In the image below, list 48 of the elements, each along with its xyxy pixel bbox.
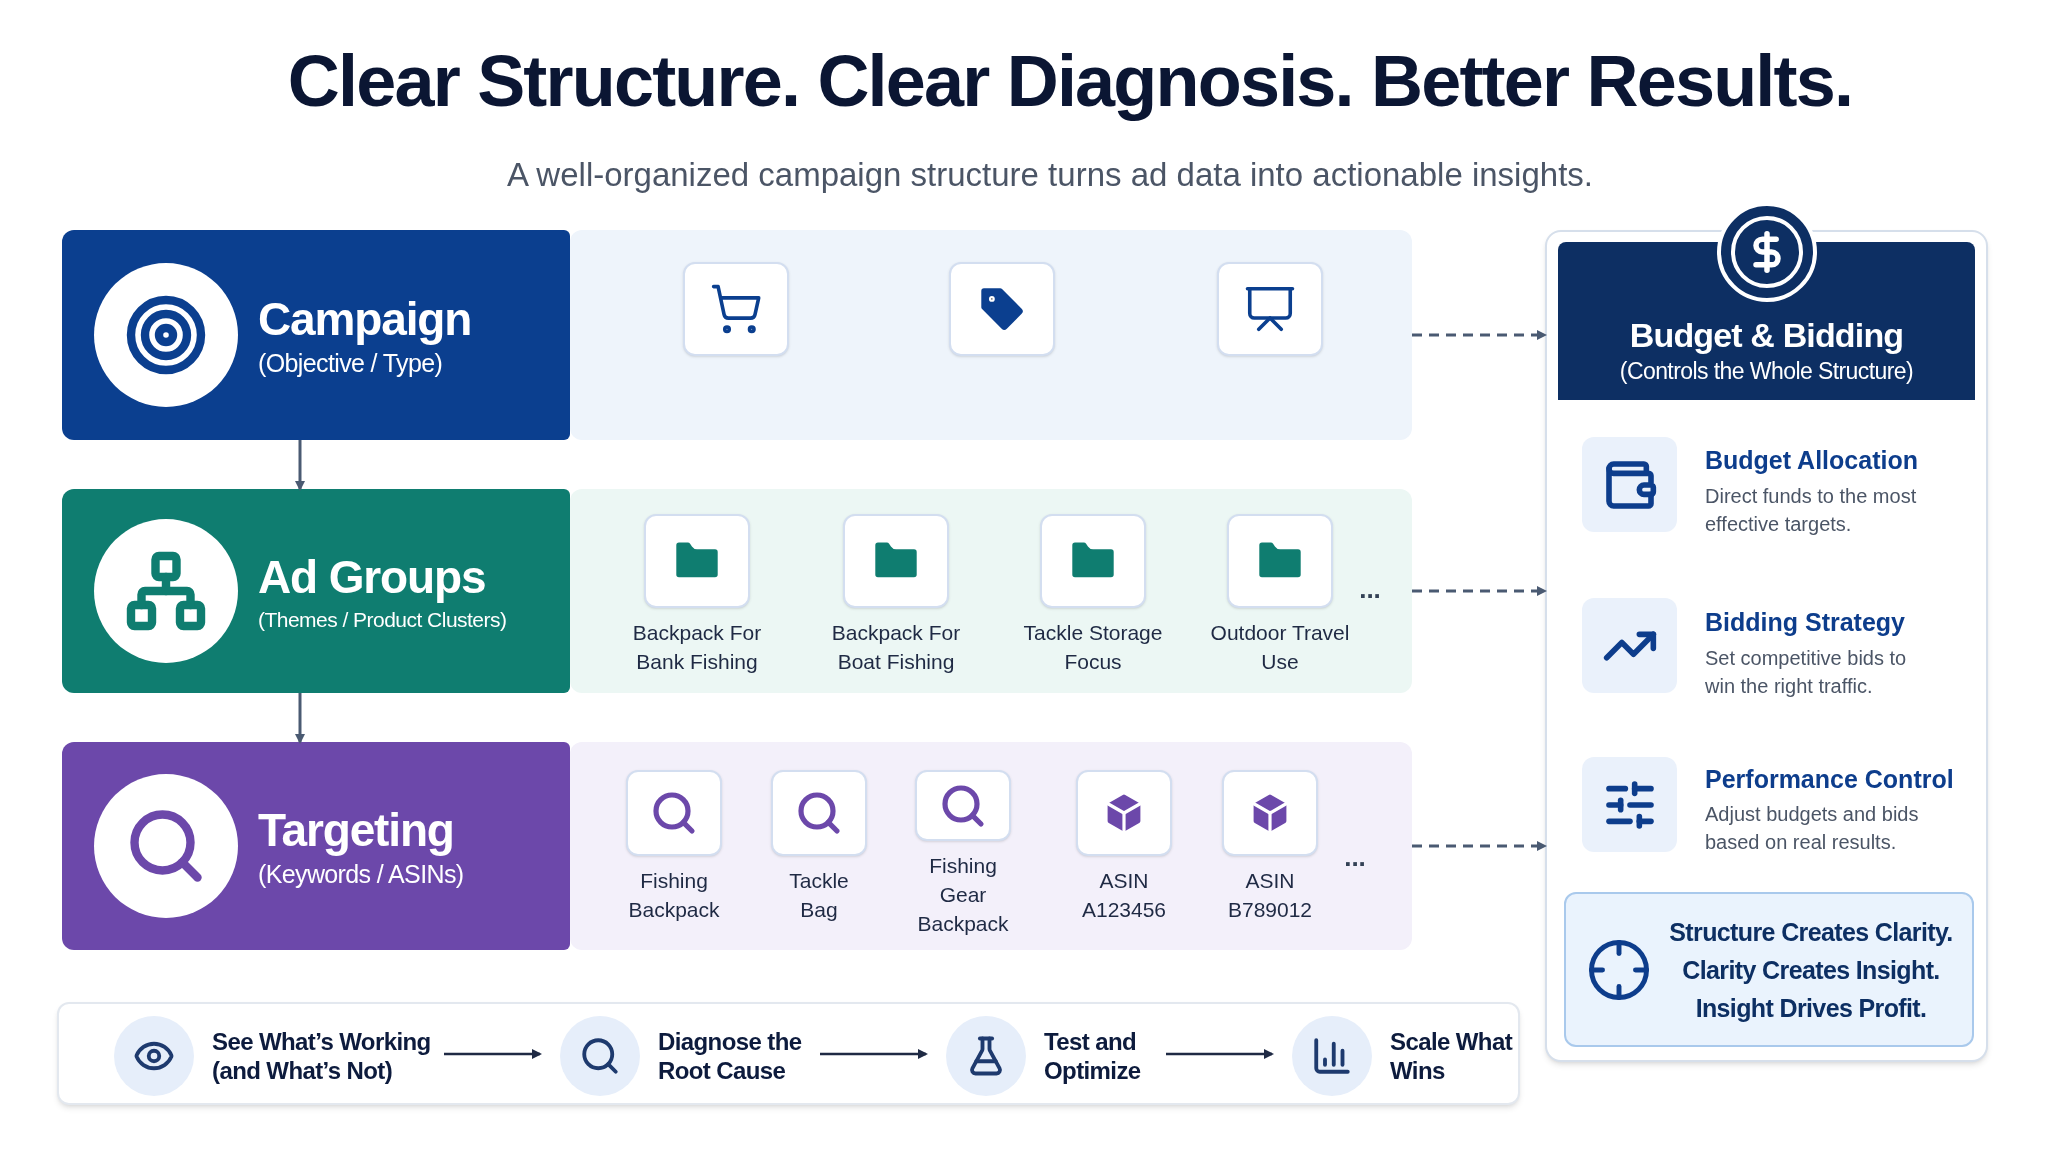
process-step <box>1292 1015 1514 1097</box>
options-panel <box>570 742 1412 950</box>
arrow <box>444 1049 542 1059</box>
option-label: Tackle Bag <box>788 868 850 923</box>
option-label: ASIN B789012 <box>1226 868 1314 923</box>
level-title: Ad Groups <box>258 550 486 606</box>
step-label: See What’s Working (and What’s Not) <box>212 1027 432 1085</box>
arrow <box>1166 1049 1274 1059</box>
option-label: Fishing Backpack <box>627 868 721 923</box>
arrow <box>1412 330 1547 340</box>
item-description: Set competitive bids to win the right traffic. <box>1705 646 1908 699</box>
process-bar <box>57 1002 1520 1105</box>
item-heading: Bidding Strategy <box>1705 607 1906 638</box>
callout-text: Structure Creates Clarity. Clarity Creates Insight. Insight Drives Profit. <box>1668 916 1954 1024</box>
step-label: Diagnose the Root Cause <box>658 1027 803 1085</box>
step-label: Scale What Wins <box>1390 1027 1514 1085</box>
level-box <box>62 230 570 440</box>
option-label: Outdoor Travel Use <box>1209 620 1351 675</box>
item-description: Direct funds to the most effective targets. <box>1705 484 1918 537</box>
arrow <box>295 440 305 491</box>
option-label: Backpack For Bank Fishing <box>631 620 763 675</box>
level-subtitle: (Themes / Product Clusters) <box>258 606 507 633</box>
item-description: Adjust budgets and bids based on real results. <box>1705 802 1920 855</box>
arrow <box>820 1049 928 1059</box>
arrow <box>1412 841 1547 851</box>
options-panel <box>570 230 1412 440</box>
item-heading: Performance Control <box>1705 764 1955 795</box>
level-box <box>62 742 570 950</box>
step-label: Test and Optimize <box>1044 1027 1142 1085</box>
option-label: ASIN A123456 <box>1080 868 1168 923</box>
level-title: Campaign <box>258 291 472 347</box>
level-title: Targeting <box>258 802 454 858</box>
level-subtitle: (Objective / Type) <box>258 348 443 380</box>
option-label: Tackle Storage Focus <box>1022 620 1164 675</box>
options-panel <box>570 489 1412 693</box>
option-label: Backpack For Boat Fishing <box>830 620 962 675</box>
option-label: Fishing Gear Backpack <box>916 853 1010 937</box>
subtitle: A well-organized campaign structure turns ad data into actionable insights. <box>506 155 1594 195</box>
arrow <box>1412 586 1547 596</box>
panel-title: Budget & Bidding <box>1629 315 1904 356</box>
level-subtitle: (Keywords / ASINs) <box>258 859 464 891</box>
callout-box <box>1564 892 1974 1047</box>
ellipsis: ... <box>1358 573 1382 606</box>
panel-subtitle: (Controls the Whole Structure) <box>1619 356 1914 386</box>
level-box <box>62 489 570 693</box>
ellipsis: ... <box>1343 841 1367 874</box>
item-heading: Budget Allocation <box>1705 445 1919 476</box>
arrow <box>295 693 305 744</box>
